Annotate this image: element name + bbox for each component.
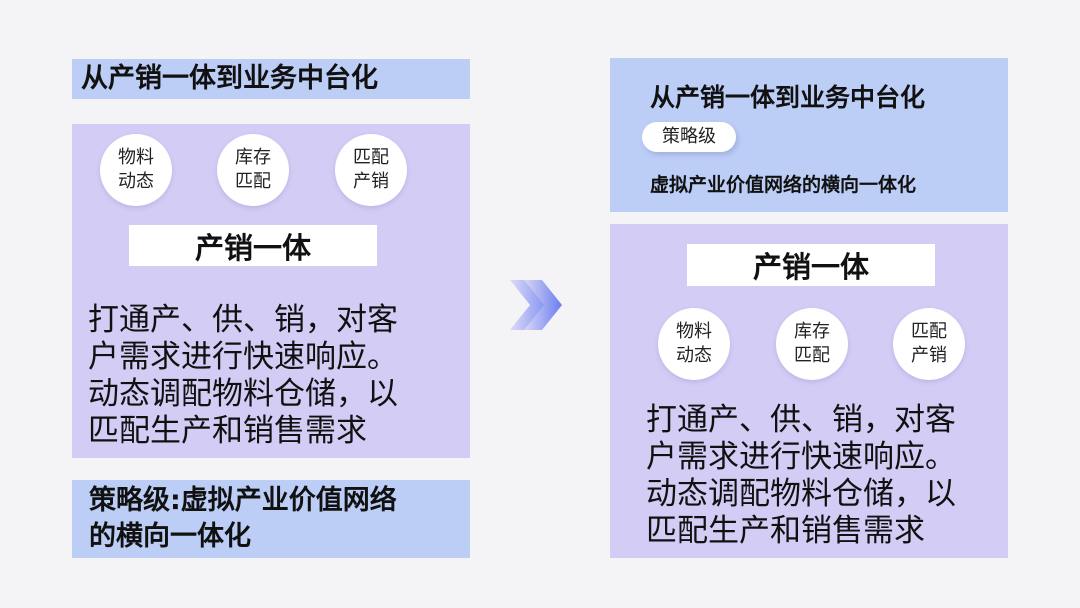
strategy-line: 的横向一体化 [89, 521, 251, 552]
desc-line: 打通产、供、销，对客 [88, 302, 398, 338]
left-circle-inventory: 库存 匹配 [217, 134, 289, 206]
circle-text: 匹配 [353, 147, 389, 168]
left-circle-material: 物料 动态 [100, 134, 172, 206]
left-label: 产销一体 [129, 225, 377, 266]
left-strategy: 策略级:虚拟产业价值网络 的横向一体化 [72, 480, 470, 558]
circle-text: 匹配 [911, 321, 947, 342]
left-title: 从产销一体到业务中台化 [72, 59, 470, 99]
left-panel: 物料 动态 库存 匹配 匹配 产销 产销一体 打通产、供、销，对客 户需求进行快… [72, 124, 470, 458]
desc-line: 打通产、供、销，对客 [646, 402, 956, 438]
right-circle-inventory: 库存 匹配 [776, 308, 848, 380]
right-label: 产销一体 [687, 244, 935, 286]
desc-line: 匹配生产和销售需求 [646, 513, 925, 549]
desc-line: 动态调配物料仓储，以 [646, 476, 956, 512]
right-title: 从产销一体到业务中台化 [650, 83, 926, 112]
desc-line: 户需求进行快速响应。 [646, 439, 956, 475]
circle-text: 匹配 [235, 171, 271, 192]
circle-text: 物料 [676, 321, 712, 342]
circle-text: 产销 [353, 171, 389, 192]
right-circle-matching: 匹配 产销 [893, 308, 965, 380]
desc-line: 匹配生产和销售需求 [88, 413, 367, 449]
left-description: 打通产、供、销，对客 户需求进行快速响应。 动态调配物料仓储，以 匹配生产和销售… [88, 302, 398, 450]
left-circle-matching: 匹配 产销 [335, 134, 407, 206]
right-top-panel: 从产销一体到业务中台化 策略级 虚拟产业价值网络的横向一体化 [610, 58, 1008, 212]
circle-text: 动态 [118, 171, 154, 192]
right-description: 打通产、供、销，对客 户需求进行快速响应。 动态调配物料仓储，以 匹配生产和销售… [646, 402, 956, 550]
circle-text: 产销 [911, 345, 947, 366]
double-chevron-right-icon [510, 280, 562, 330]
right-panel: 产销一体 物料 动态 库存 匹配 匹配 产销 打通产、供、销，对客 户需求进行快… [610, 224, 1008, 558]
desc-line: 动态调配物料仓储，以 [88, 376, 398, 412]
right-circle-material: 物料 动态 [658, 308, 730, 380]
strategy-badge: 策略级 [642, 122, 736, 152]
circle-text: 动态 [676, 345, 712, 366]
circle-text: 库存 [794, 321, 830, 342]
circle-text: 库存 [235, 147, 271, 168]
desc-line: 户需求进行快速响应。 [88, 339, 398, 375]
strategy-line: 策略级:虚拟产业价值网络 [89, 485, 397, 516]
right-subtitle: 虚拟产业价值网络的横向一体化 [650, 174, 917, 196]
circle-text: 匹配 [794, 345, 830, 366]
circle-text: 物料 [118, 147, 154, 168]
